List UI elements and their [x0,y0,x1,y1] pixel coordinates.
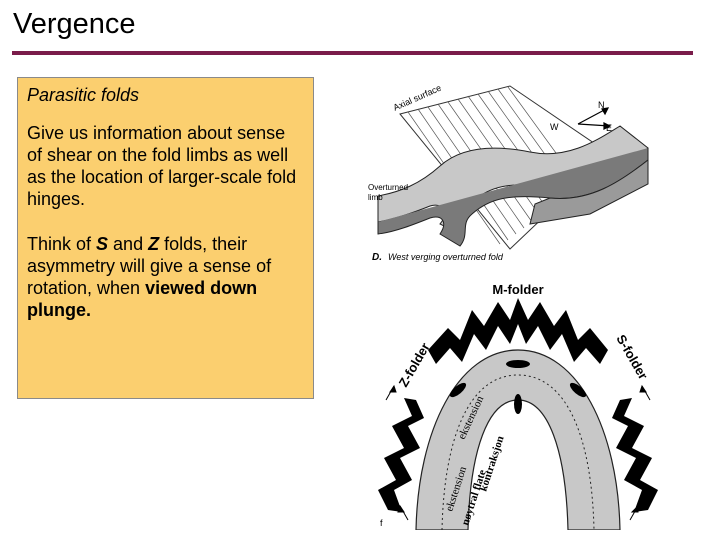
text-box: Parasitic folds Give us information abou… [17,77,314,399]
s-folder-label: S-folder [613,332,651,382]
overturned-label: Overturned [368,183,408,192]
box-paragraph-1: Give us information about sense of shear… [27,122,304,210]
limb-label: limb [368,193,383,202]
box-heading: Parasitic folds [27,84,304,106]
slide-title: Vergence [13,6,136,42]
overturned-fold-diagram: Axial surface N W E Overturned limb D. W… [360,74,660,270]
box-paragraph-2: Think of S and Z folds, their asymmetry … [27,233,304,321]
s-fold-label: S [96,234,108,254]
s-folds [612,398,658,512]
caption-text: West verging overturned fold [388,252,504,262]
z-folds [378,398,424,512]
west-label: W [550,122,559,132]
fragment-label: f [380,518,383,528]
z-fold-label: Z [148,234,159,254]
para2-text-a: Think of [27,234,96,254]
north-label: N [598,100,605,110]
east-label: E [606,123,612,133]
m-folder-label: M-folder [492,282,543,297]
caption-letter: D. [372,252,382,263]
parasitic-folds-diagram: M-folder Z-folder S-folder ekstension ko… [368,280,668,530]
z-folder-label: Z-folder [396,340,433,389]
para2-text-b: and [108,234,148,254]
title-rule [12,51,693,55]
